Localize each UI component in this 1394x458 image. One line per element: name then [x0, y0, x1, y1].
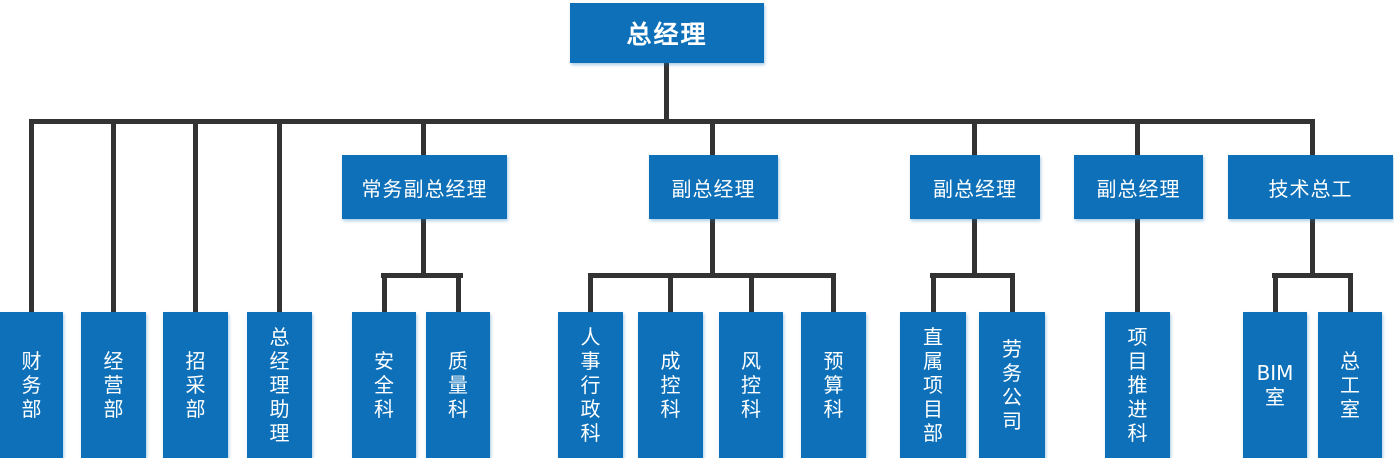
connector-drop-procurement — [193, 122, 198, 312]
connector-drop-risk-control — [749, 273, 754, 312]
node-hr-admin-section: 人事行政科 — [558, 312, 623, 458]
connector-drop-exec-deputy — [421, 122, 426, 155]
node-finance-dept: 财务部 — [0, 312, 63, 458]
connector-main-horizontal — [29, 119, 1315, 124]
connector-drop-operations — [111, 122, 116, 312]
node-direct-project-dept: 直属项目部 — [900, 312, 966, 458]
connector-drop-bim-room — [1273, 273, 1278, 312]
connector-drop-chief-engineer — [1310, 122, 1315, 155]
node-general-manager: 总经理 — [570, 3, 764, 63]
node-chief-engineer-office: 总工室 — [1318, 312, 1382, 458]
connector-drop-finance — [29, 122, 34, 312]
node-cost-control-section: 成控科 — [638, 312, 703, 458]
node-gm-assistant: 总经理助理 — [247, 312, 312, 458]
node-budget-section: 预算科 — [801, 312, 866, 458]
connector-drop-gm-assistant — [277, 122, 282, 312]
connector-drop-safety — [382, 273, 387, 312]
connector-deputy-1-down — [710, 219, 715, 278]
connector-drop-budget — [831, 273, 836, 312]
node-deputy-gm-3: 副总经理 — [1074, 155, 1203, 219]
connector-deputy-3-down — [1135, 219, 1140, 312]
connector-chief-engineer-bar — [1272, 273, 1353, 278]
connector-drop-deputy-2 — [972, 122, 977, 155]
node-procurement-dept: 招采部 — [163, 312, 228, 458]
node-deputy-gm-2: 副总经理 — [910, 155, 1040, 219]
connector-drop-quality — [456, 273, 461, 312]
node-safety-section: 安全科 — [352, 312, 416, 458]
connector-deputy-1-bar — [588, 273, 836, 278]
connector-drop-hr-admin — [588, 273, 593, 312]
node-risk-control-section: 风控科 — [719, 312, 783, 458]
node-chief-engineer: 技术总工 — [1228, 155, 1393, 219]
node-deputy-gm-1: 副总经理 — [649, 155, 778, 219]
connector-drop-chief-eng-office — [1348, 273, 1353, 312]
connector-drop-deputy-1 — [710, 122, 715, 155]
connector-deputy-2-down — [972, 219, 977, 278]
node-exec-deputy-gm: 常务副总经理 — [342, 155, 507, 219]
connector-drop-cost-control — [668, 273, 673, 312]
connector-root-drop — [664, 62, 669, 124]
connector-exec-deputy-bar — [381, 273, 463, 278]
connector-chief-engineer-down — [1310, 219, 1315, 278]
node-labor-company: 劳务公司 — [979, 312, 1045, 458]
connector-deputy-2-bar — [930, 273, 1015, 278]
connector-drop-direct-project — [931, 273, 936, 312]
connector-drop-deputy-3 — [1135, 122, 1140, 155]
node-quality-section: 质量科 — [426, 312, 490, 458]
connector-drop-labor-company — [1010, 273, 1015, 312]
connector-exec-deputy-down — [421, 219, 426, 278]
node-project-advancement-section: 项目推进科 — [1105, 312, 1170, 458]
node-operations-dept: 经营部 — [81, 312, 146, 458]
